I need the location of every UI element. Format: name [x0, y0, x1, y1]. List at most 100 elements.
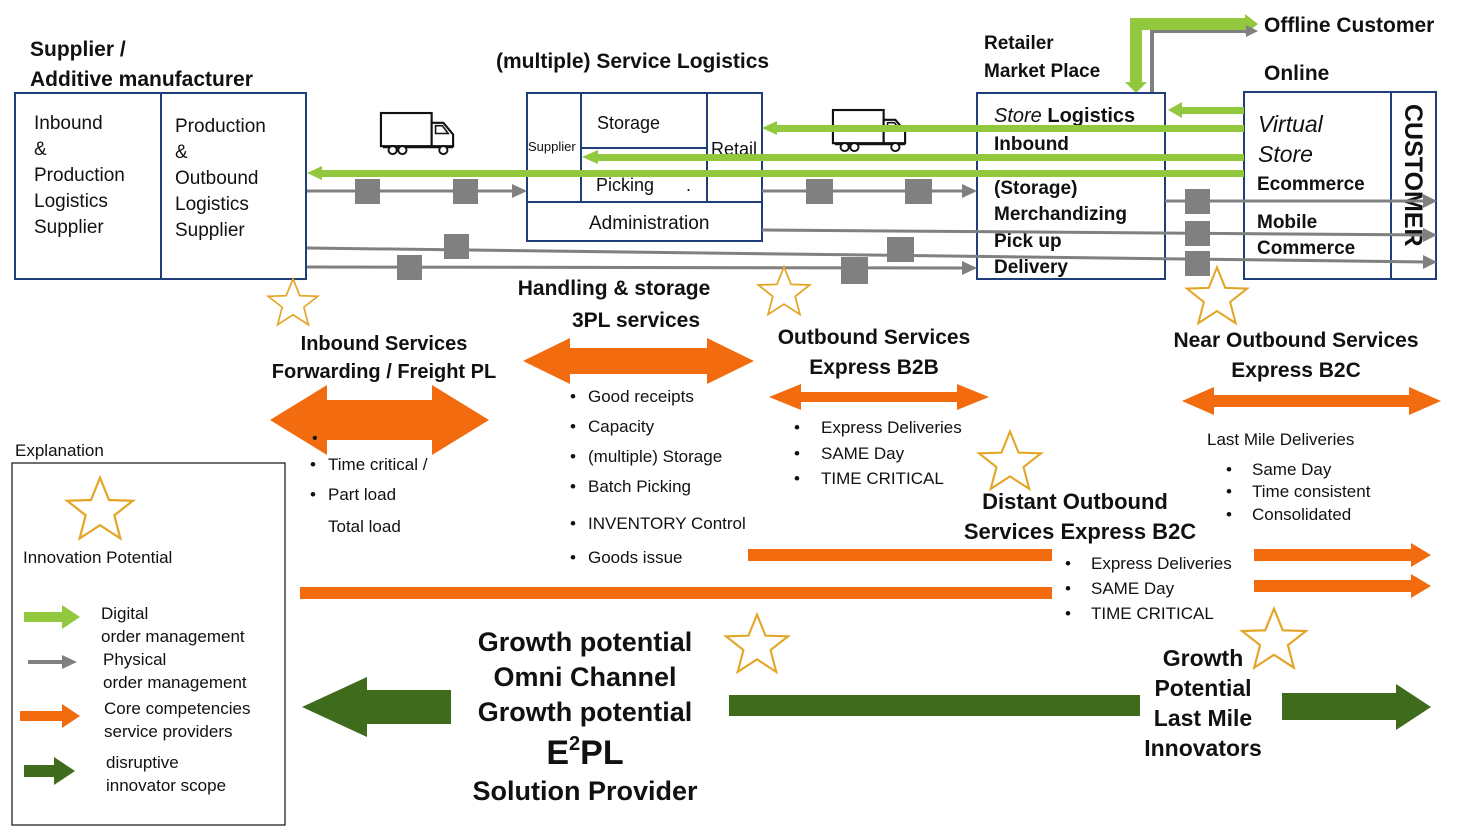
- growth-omni-line: Growth potential: [478, 697, 692, 727]
- growth-last-mile-line: Innovators: [1144, 735, 1262, 761]
- commerce-label: Commerce: [1257, 238, 1355, 259]
- legend-digital-arrow-icon: [24, 605, 80, 629]
- legend-title: Explanation: [15, 441, 104, 460]
- production-line: Supplier: [175, 220, 245, 241]
- production-line: &: [175, 142, 188, 163]
- near-outbound-bullet: Time consistent: [1252, 482, 1371, 501]
- handling-title-2: 3PL services: [572, 309, 700, 332]
- store-label: Store: [1258, 141, 1313, 167]
- svg-text:•: •: [570, 417, 576, 436]
- offline-digital-arrow: [1125, 14, 1258, 93]
- production-supplier-text: Production & Outbound Logistics Supplier: [175, 116, 266, 241]
- production-line: Logistics: [175, 194, 249, 215]
- svg-text:•: •: [1065, 579, 1071, 598]
- handling-title-1: Handling & storage: [518, 277, 711, 300]
- distant-outbound-bullet: Express Deliveries: [1091, 554, 1232, 573]
- near-outbound-bullets: • Same Day • Time consistent • Consolida…: [1226, 460, 1371, 524]
- storage-cell: Storage: [597, 113, 660, 133]
- inbound-line: &: [34, 139, 47, 160]
- growth-omni-text: Growth potential Omni Channel Growth pot…: [472, 627, 698, 806]
- distant-outbound-title-2: Services Express B2C: [964, 519, 1196, 544]
- legend-innovation-label: Innovation Potential: [23, 548, 172, 567]
- growth-last-mile-line: Potential: [1154, 675, 1251, 701]
- physical-flows: [306, 179, 1437, 284]
- svg-text:•: •: [794, 418, 800, 437]
- svg-text:•: •: [1226, 482, 1232, 501]
- innovation-star-icon: [1240, 607, 1308, 669]
- outbound-b2b-bullet: TIME CRITICAL: [821, 469, 944, 488]
- distant-outbound-arrow: [1254, 574, 1431, 598]
- handling-bullet: Goods issue: [588, 548, 683, 567]
- legend-physical-arrow-icon: [28, 655, 77, 669]
- outbound-b2b-arrow: [769, 384, 989, 410]
- outbound-b2b-title-2: Express B2B: [809, 356, 939, 379]
- virtual-label: Virtual: [1258, 111, 1324, 137]
- e2pl-label: E2PL: [546, 733, 623, 772]
- svg-text:•: •: [570, 387, 576, 406]
- digital-flows: [307, 102, 1244, 180]
- ecommerce-label: Ecommerce: [1257, 174, 1365, 195]
- mobile-label: Mobile: [1257, 212, 1317, 233]
- inbound-bullet: Total load: [328, 517, 401, 536]
- svg-text:•: •: [1226, 460, 1232, 479]
- legend-disruptive-arrow-icon: [24, 757, 75, 785]
- near-outbound-arrow: [1182, 387, 1441, 415]
- distant-outbound-title-1: Distant Outbound: [982, 489, 1168, 514]
- innovation-star-icon: [977, 430, 1043, 490]
- innovation-star-icon: [757, 266, 811, 316]
- distant-outbound-bullet: TIME CRITICAL: [1091, 604, 1214, 623]
- growth-last-mile-line: Growth: [1163, 645, 1244, 671]
- service-supplier-cell: Supplier: [528, 139, 576, 154]
- offline-physical-arrow: [1150, 25, 1258, 92]
- near-outbound-subtitle: Last Mile Deliveries: [1207, 430, 1354, 449]
- handling-bullet: Good receipts: [588, 387, 694, 406]
- disruptive-left-arrow: [302, 677, 451, 737]
- production-supplier-box: [160, 92, 307, 280]
- store-logistics-title: Store Logistics: [994, 105, 1135, 127]
- svg-text:•: •: [794, 444, 800, 463]
- store-logistics-box: [976, 92, 1166, 280]
- inbound-services-arrow: [270, 385, 489, 455]
- inbound-services-title-2: Forwarding / Freight PL: [272, 361, 496, 383]
- store-line-merchandizing: Merchandizing: [994, 204, 1127, 225]
- outbound-b2b-bullets: • Express Deliveries • SAME Day • TIME C…: [794, 418, 962, 488]
- handling-bullets: • Good receipts • Capacity • (multiple) …: [570, 387, 746, 567]
- handling-bullet: (multiple) Storage: [588, 447, 722, 466]
- inbound-supplier-box: [14, 92, 162, 280]
- growth-omni-line: Growth potential: [478, 627, 692, 657]
- service-logistics-heading: (multiple) Service Logistics: [496, 50, 769, 73]
- inbound-line: Supplier: [34, 217, 104, 238]
- outbound-b2b-bullet: SAME Day: [821, 444, 905, 463]
- core-competence-long-bar: [300, 587, 1052, 599]
- svg-text:•: •: [570, 548, 576, 567]
- legend-physical-1: Physical: [103, 650, 166, 669]
- svg-text:•: •: [794, 469, 800, 488]
- svg-text:•: •: [1065, 604, 1071, 623]
- legend-digital-2: order management: [101, 627, 245, 646]
- inbound-supplier-text: Inbound & Production Logistics Supplier: [34, 113, 125, 238]
- svg-text:•: •: [570, 477, 576, 496]
- legend-disruptive-2: innovator scope: [106, 776, 226, 795]
- legend-physical-2: order management: [103, 673, 247, 692]
- svg-text:•: •: [570, 447, 576, 466]
- handling-bullet: INVENTORY Control: [588, 514, 746, 533]
- outbound-b2b-title-1: Outbound Services: [778, 326, 971, 349]
- inbound-services-title-1: Inbound Services: [301, 333, 468, 355]
- growth-last-mile-line: Last Mile: [1154, 705, 1252, 731]
- picking-cell: Picking: [596, 175, 654, 195]
- disruptive-right-arrow: [1282, 684, 1431, 730]
- legend-core-1: Core competencies: [104, 699, 250, 718]
- near-outbound-title-2: Express B2C: [1231, 359, 1361, 382]
- retailer-heading-line1: Retailer: [984, 33, 1054, 54]
- supplier-heading-line2: Additive manufacturer: [30, 68, 253, 91]
- near-outbound-bullet: Same Day: [1252, 460, 1332, 479]
- innovation-star-icon: [724, 613, 790, 673]
- growth-omni-line: Omni Channel: [493, 662, 676, 692]
- offline-customer-label: Offline Customer: [1264, 14, 1434, 37]
- inbound-bullet: Part load: [328, 485, 396, 504]
- production-line: Outbound: [175, 168, 258, 189]
- bullet-dot: •: [310, 485, 316, 504]
- legend-digital-1: Digital: [101, 604, 148, 623]
- service-logistics-box: [526, 92, 763, 242]
- handling-bullet: Batch Picking: [588, 477, 691, 496]
